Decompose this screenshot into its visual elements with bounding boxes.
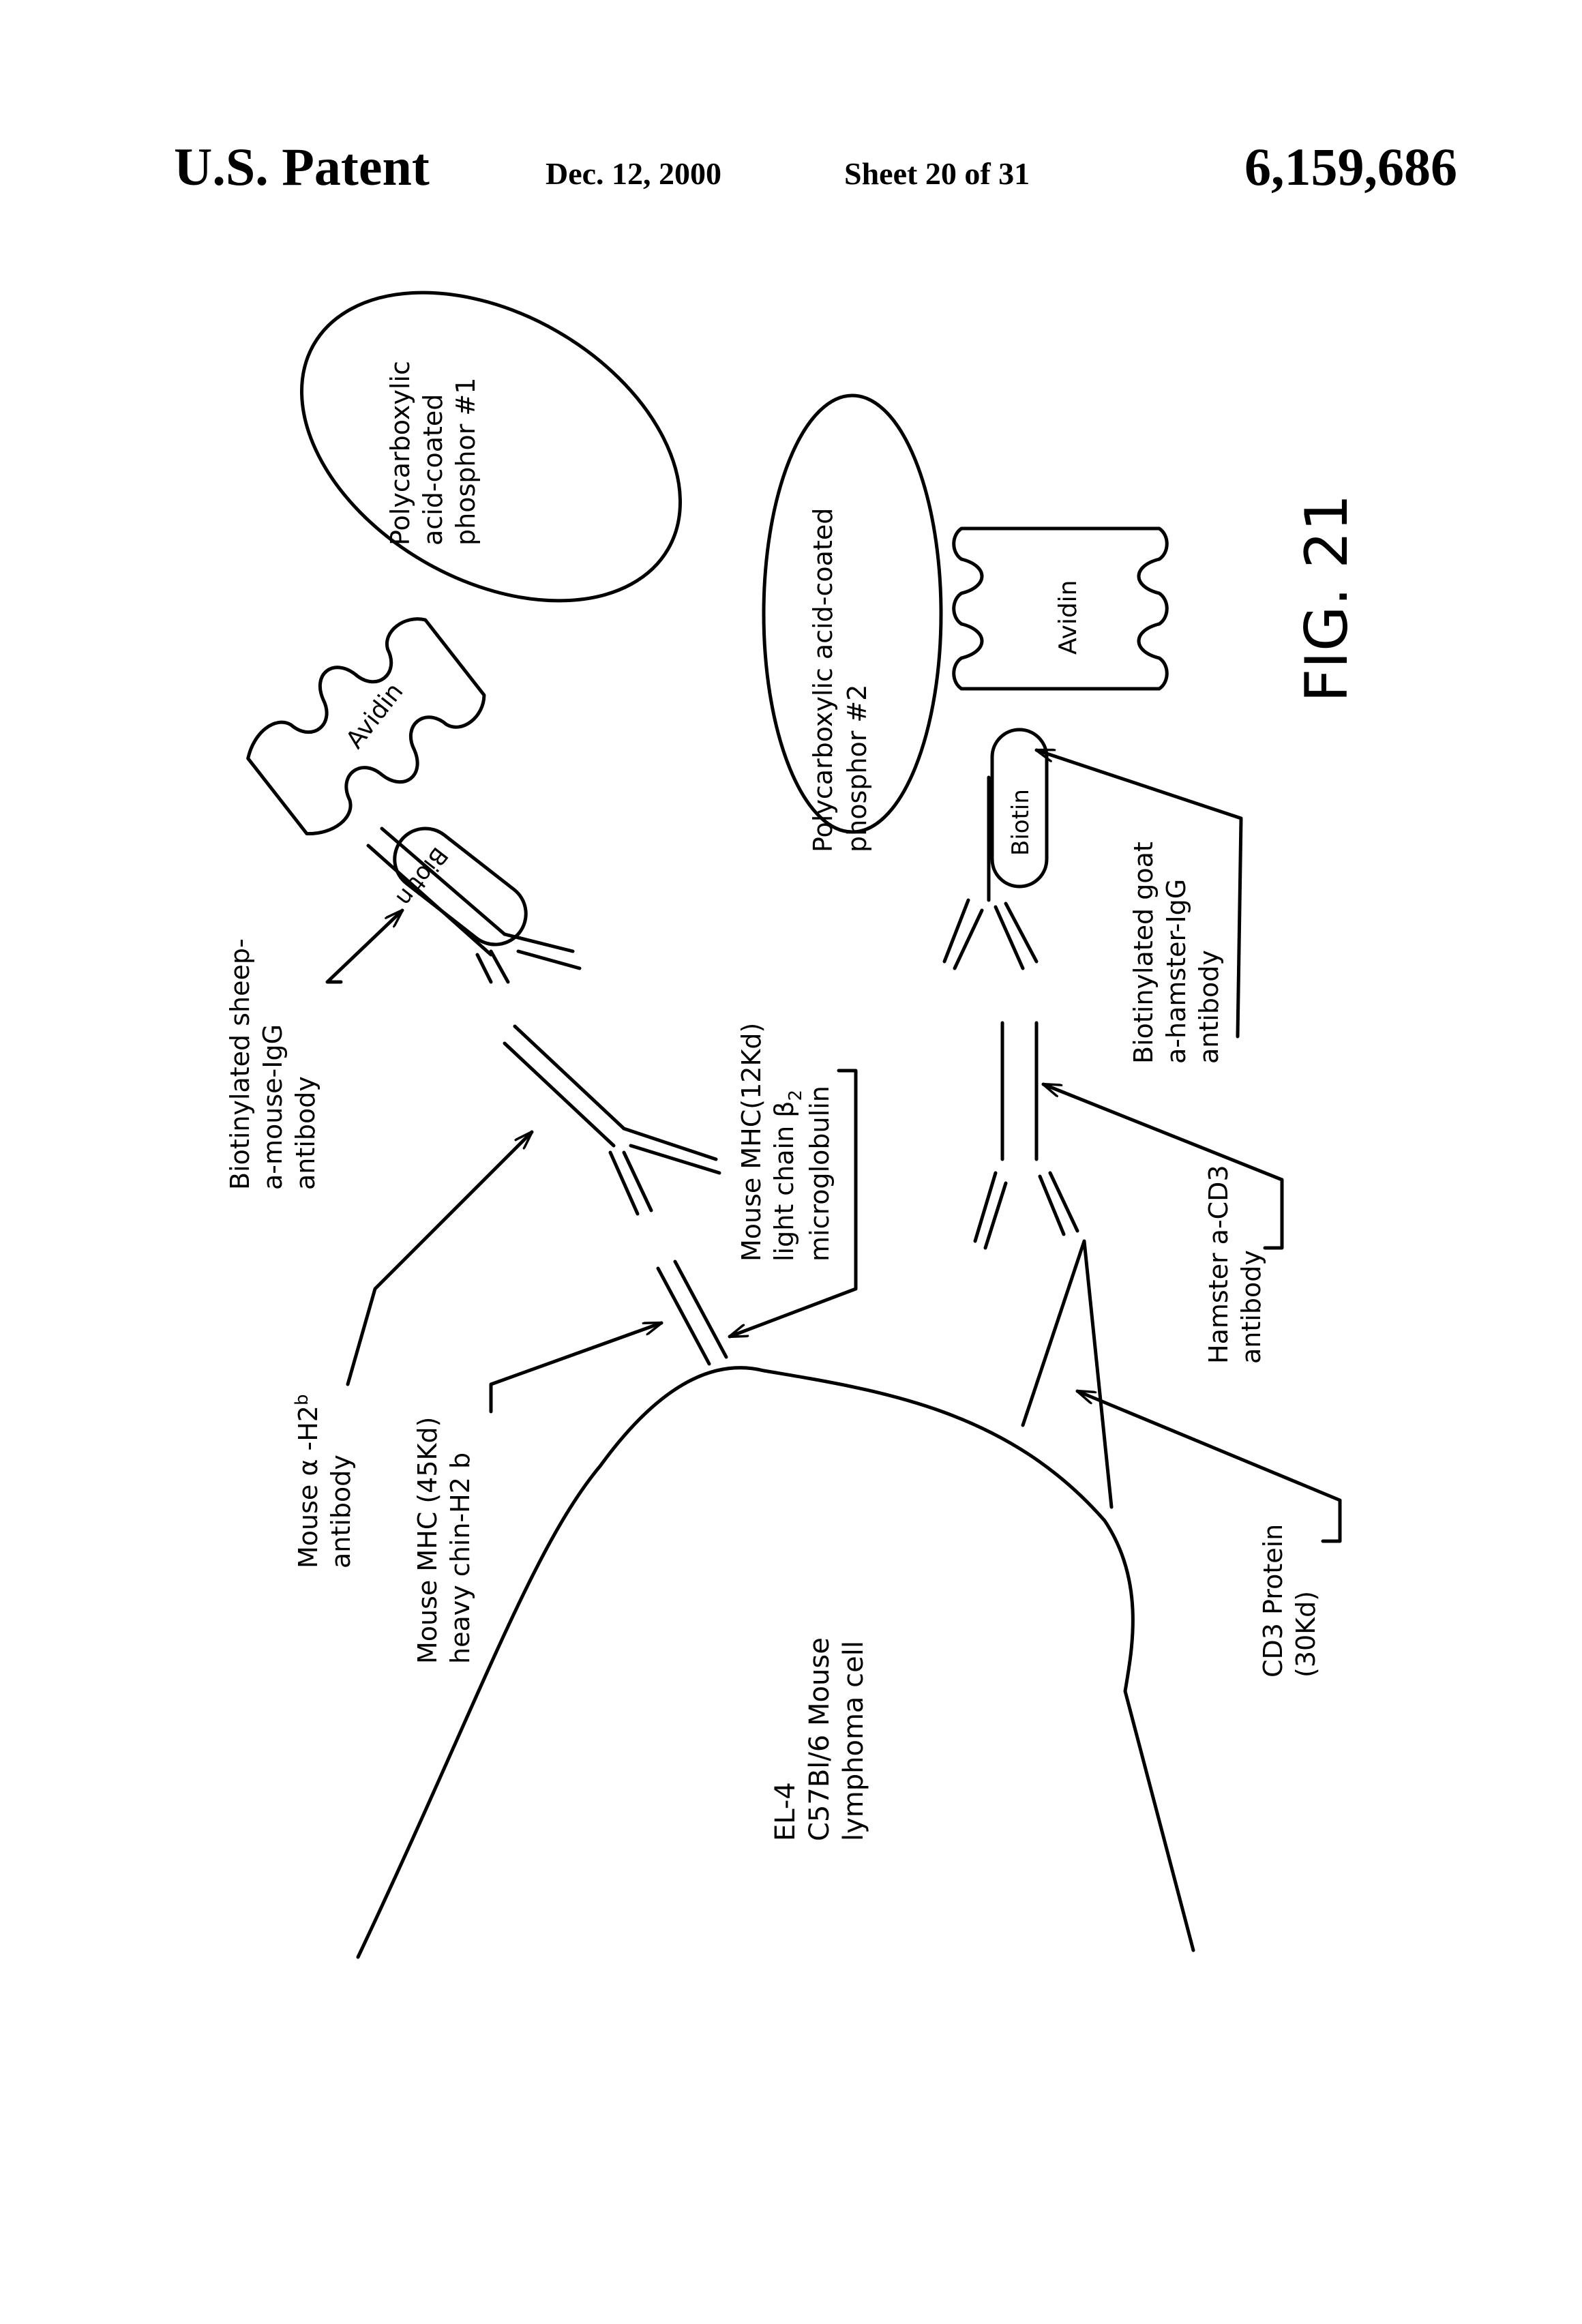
figure-label: FIG. 21 [1293,494,1361,702]
svg-text:(30Kd): (30Kd) [1291,1591,1321,1678]
svg-text:a-hamster-IgG: a-hamster-IgG [1161,879,1191,1064]
cd3-protein-shape [1023,1241,1111,1507]
svg-text:a-mouse-IgG: a-mouse-IgG [258,1024,288,1190]
mhc-heavy-label: Mouse MHC (45Kd) heavy chin-H2 b [413,1417,475,1664]
svg-text:antibody: antibody [290,1076,320,1190]
svg-text:Biotinylated sheep-: Biotinylated sheep- [225,938,255,1190]
lymphoma-cell-outline [358,1368,1193,1957]
cd3-protein-label: CD3 Protein (30Kd) [1258,1524,1321,1678]
svg-text:Polycarboxylic acid-coated: Polycarboxylic acid-coated [808,508,838,852]
svg-text:phosphor #1: phosphor #1 [451,378,481,546]
svg-text:antibody: antibody [1194,950,1224,1064]
svg-text:Mouse MHC(12Kd): Mouse MHC(12Kd) [736,1023,766,1262]
cd3-protein-leader [1077,1391,1340,1541]
svg-text:acid-coated: acid-coated [418,394,448,546]
phosphor-1-ellipse [248,229,735,664]
goat-antibody-label: Biotinylated goat a-hamster-IgG antibody [1129,841,1224,1064]
svg-text:Hamster a-CD3: Hamster a-CD3 [1204,1165,1234,1364]
svg-text:phosphor #2: phosphor #2 [842,685,872,852]
left-antibody-chains [368,829,726,1364]
sheep-antibody-label: Biotinylated sheep- a-mouse-IgG antibody [225,938,320,1190]
svg-text:antibody: antibody [1236,1250,1266,1364]
cell-label: EL-4 C57Bl/6 Mouse lymphoma cell [770,1637,869,1841]
svg-text:Mouse α -H2b: Mouse α -H2b [292,1395,323,1568]
svg-text:C57Bl/6 Mouse: C57Bl/6 Mouse [804,1637,835,1841]
biotin-2-label: Biotin [1007,789,1034,856]
svg-text:lymphoma cell: lymphoma cell [838,1641,869,1841]
sheep-antibody-leader [327,910,402,982]
svg-text:Biotinylated goat: Biotinylated goat [1129,841,1159,1064]
svg-text:CD3 Protein: CD3 Protein [1258,1524,1288,1678]
svg-text:heavy chin-H2 b: heavy chin-H2 b [445,1452,475,1664]
mhc-heavy-leader [491,1323,661,1412]
phosphor-2-label: Polycarboxylic acid-coated phosphor #2 [808,508,872,852]
phosphor-1-label: Polycarboxylic acid-coated phosphor #1 [385,361,481,546]
hamster-antibody-leader [1043,1084,1282,1248]
svg-text:EL-4: EL-4 [770,1782,801,1841]
svg-text:antibody: antibody [326,1455,356,1568]
svg-text:light chain β2: light chain β2 [769,1090,806,1262]
h2b-antibody-leader [348,1132,532,1384]
mhc-light-label: Mouse MHC(12Kd) light chain β2 microglob… [736,1023,835,1262]
avidin-1-label: Avidin [341,678,409,754]
svg-text:Mouse MHC (45Kd): Mouse MHC (45Kd) [413,1417,443,1664]
hamster-antibody-label: Hamster a-CD3 antibody [1204,1165,1266,1364]
svg-text:Polycarboxylic: Polycarboxylic [385,361,415,546]
h2b-antibody-label: Mouse α -H2b antibody [292,1395,356,1568]
avidin-2-label: Avidin [1054,580,1082,655]
svg-text:microglobulin: microglobulin [805,1086,835,1262]
